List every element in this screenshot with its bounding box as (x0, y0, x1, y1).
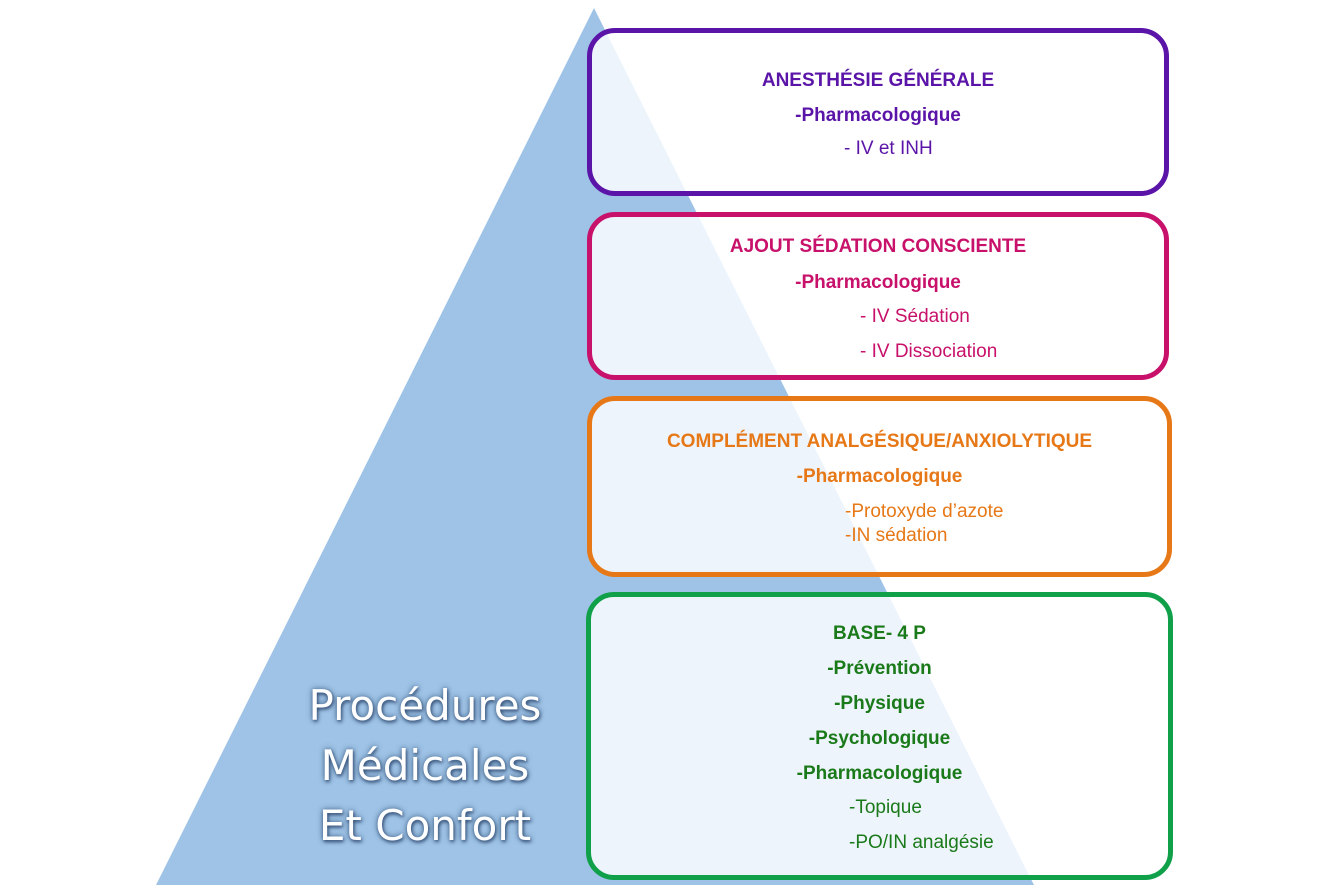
pyramid-title: Procédures Médicales Et Confort (290, 676, 560, 856)
level-bold-item: -Physique (834, 693, 925, 714)
level-item: -IN sédation (845, 525, 948, 546)
level-bold-item: -Pharmacologique (796, 763, 963, 784)
pyramid-title-line: Procédures (308, 681, 542, 730)
level-item: -PO/IN analgésie (849, 832, 994, 853)
level-anesthesie-box: ANESTHÉSIE GÉNÉRALE -Pharmacologique - I… (587, 28, 1169, 196)
level-item: - IV Dissociation (860, 341, 998, 362)
level-sedation-box: AJOUT SÉDATION CONSCIENTE -Pharmacologiq… (587, 212, 1169, 380)
pyramid-title-line: Médicales (320, 741, 530, 790)
level-item: - IV et INH (844, 138, 933, 159)
level-subtitle: -Pharmacologique (795, 105, 961, 126)
level-title: BASE- 4 P (833, 623, 926, 644)
level-title: COMPLÉMENT ANALGÉSIQUE/ANXIOLYTIQUE (666, 431, 1093, 452)
level-bold-item: -Prévention (827, 658, 932, 679)
level-item: -Topique (849, 797, 922, 818)
level-title: AJOUT SÉDATION CONSCIENTE (729, 236, 1027, 257)
pyramid-title-line: Et Confort (318, 801, 532, 850)
level-item: - IV Sédation (860, 306, 970, 327)
level-base-box: BASE- 4 P -Prévention -Physique -Psychol… (586, 592, 1173, 880)
level-bold-item: -Psychologique (808, 728, 951, 749)
level-title: ANESTHÉSIE GÉNÉRALE (761, 70, 995, 91)
level-subtitle: -Pharmacologique (795, 272, 961, 293)
level-complement-box: COMPLÉMENT ANALGÉSIQUE/ANXIOLYTIQUE -Pha… (587, 396, 1172, 577)
level-subtitle: -Pharmacologique (796, 466, 963, 487)
level-item: -Protoxyde d’azote (845, 501, 1004, 522)
